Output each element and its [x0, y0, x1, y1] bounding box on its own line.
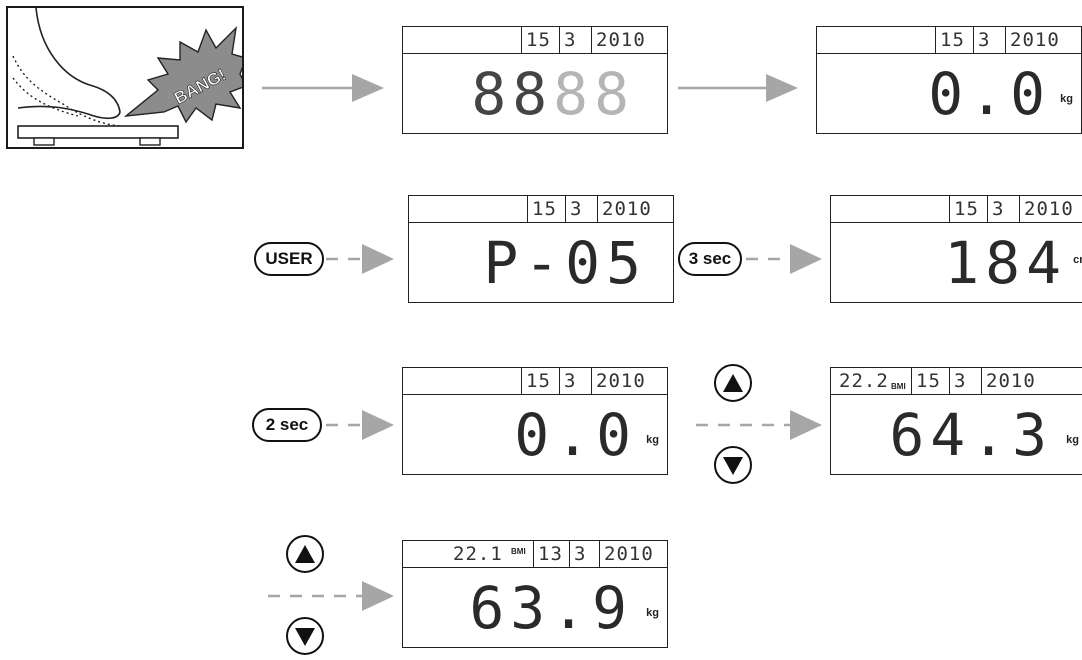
date-month: 3 [559, 368, 591, 394]
bmi-cell: 22.2 BMI [831, 368, 949, 394]
date-year: 2010 [597, 196, 673, 222]
date-year: 2010 [591, 27, 667, 53]
arrow-right-icon [790, 410, 822, 440]
lcd-display-weight-bmi-updated: 22.1 BMI 13 3 2010 63.9 kg [402, 540, 668, 648]
date-month: 3 [949, 368, 981, 394]
lcd-main-value: 64.3 [889, 401, 1053, 469]
lcd-main-value: 0.0 [514, 401, 637, 469]
lcd-digits-light: 88 [553, 60, 635, 128]
lcd-display-zero-weight: 15 3 2010 0.0 kg [402, 367, 668, 475]
date-month: 3 [559, 27, 591, 53]
lcd-unit: kg [646, 434, 659, 446]
three-sec-badge: 3 sec [678, 242, 742, 276]
foot-tap-illustration: BANG! [6, 6, 244, 149]
lcd-unit: kg [1060, 93, 1073, 105]
date-day: 15 [911, 368, 949, 394]
lcd-digits-dark: 88 [471, 60, 554, 128]
date-day: 15 [521, 368, 559, 394]
arrow-right-icon [352, 74, 384, 102]
lcd-main-value: 0.0 [928, 60, 1051, 128]
date-year: 2010 [1019, 196, 1082, 222]
arrow-right-icon [766, 74, 798, 102]
lcd-unit: kg [1066, 434, 1079, 446]
date-day: 15 [949, 196, 987, 222]
lcd-unit: kg [646, 607, 659, 619]
date-day: 15 [527, 196, 565, 222]
lcd-date-bar: 15 3 2010 [403, 27, 667, 54]
date-day: 13 [533, 541, 569, 567]
up-button[interactable] [714, 364, 752, 402]
bmi-cell: 22.1 [403, 541, 503, 567]
arrow-right-icon [362, 410, 394, 440]
lcd-date-bar: 15 3 2010 [409, 196, 673, 223]
date-month: 3 [973, 27, 1005, 53]
date-day: 15 [935, 27, 973, 53]
arrow-right-icon [790, 244, 822, 274]
bmi-label: BMI [891, 382, 906, 391]
date-year: 2010 [591, 368, 667, 394]
date-month: 3 [565, 196, 597, 222]
down-button[interactable] [714, 446, 752, 484]
date-month: 3 [987, 196, 1019, 222]
lcd-display-zero: 15 3 2010 0.0 kg [816, 26, 1082, 134]
burst-icon [123, 25, 242, 124]
lcd-date-bar: 15 3 2010 [403, 368, 667, 395]
date-month: 3 [569, 541, 599, 567]
down-arrow-icon [723, 457, 743, 475]
lcd-date-bar: 15 3 2010 [817, 27, 1081, 54]
bmi-label: BMI [511, 547, 526, 556]
down-arrow-icon [295, 628, 315, 646]
lcd-display-user-profile: 15 3 2010 P-05 [408, 195, 674, 303]
date-year: 2010 [1005, 27, 1081, 53]
lcd-display-segment-test: 15 3 2010 8888 [402, 26, 668, 134]
down-button[interactable] [286, 617, 324, 655]
lcd-display-height: 15 3 2010 184 cm [830, 195, 1082, 303]
date-day: 15 [521, 27, 559, 53]
lcd-main-value: 8888 [471, 57, 635, 131]
up-arrow-icon [723, 374, 743, 392]
up-button[interactable] [286, 535, 324, 573]
lcd-main-value: P-05 [483, 229, 647, 297]
user-button[interactable]: USER [254, 242, 324, 276]
lcd-date-bar: 22.2 BMI 15 3 2010 [831, 368, 1082, 395]
two-sec-badge: 2 sec [252, 408, 322, 442]
bmi-value: 22.2 [839, 370, 889, 392]
lcd-main-value: 63.9 [469, 574, 633, 642]
lcd-unit: cm [1073, 254, 1082, 266]
lcd-main-value: 184 [944, 229, 1067, 297]
lcd-date-bar: 22.1 BMI 13 3 2010 [403, 541, 667, 568]
lcd-display-weight-bmi: 22.2 BMI 15 3 2010 64.3 kg [830, 367, 1082, 475]
bmi-value: 22.1 [453, 543, 503, 565]
foot-on-scale-icon: BANG! [12, 8, 242, 146]
up-arrow-icon [295, 545, 315, 563]
lcd-date-bar: 15 3 2010 [831, 196, 1082, 223]
date-year: 2010 [981, 368, 1082, 394]
arrow-right-icon [362, 244, 394, 274]
date-year: 2010 [599, 541, 667, 567]
arrow-right-icon [362, 581, 394, 611]
